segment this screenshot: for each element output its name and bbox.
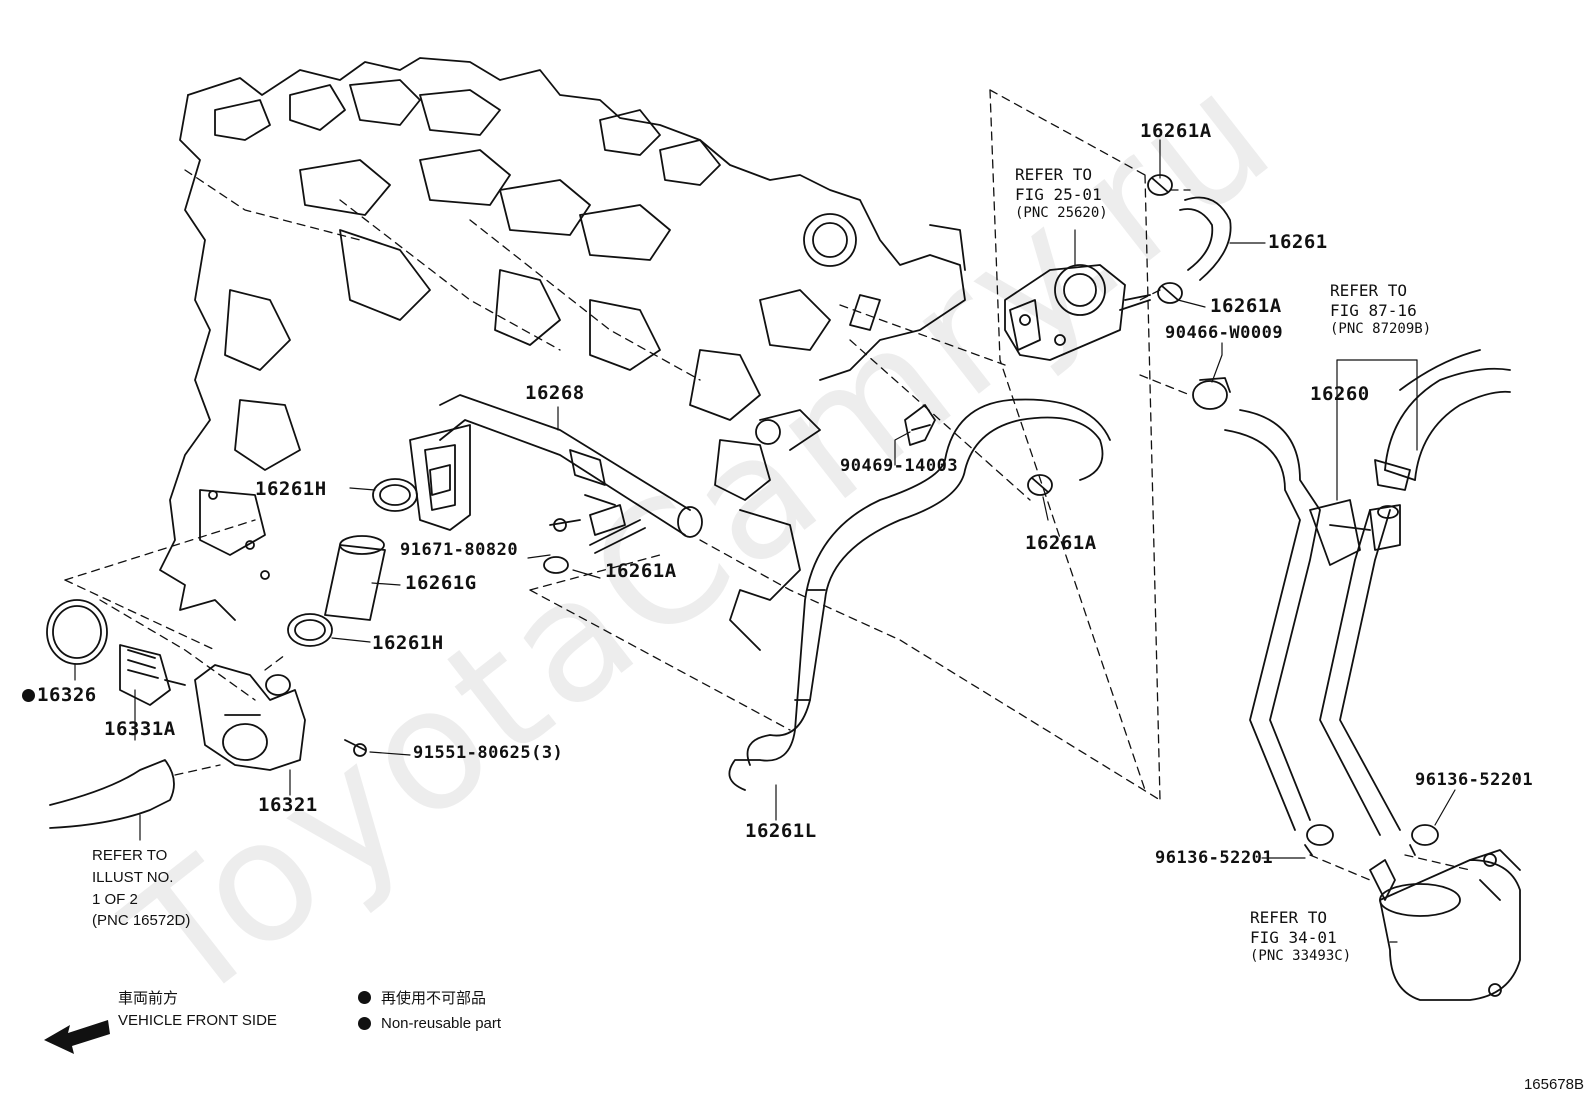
legend-text-jp: 再使用不可部品 — [381, 989, 487, 1007]
ref-line3: (PNC 25620) — [1015, 205, 1108, 221]
clamps-96136 — [1304, 824, 1439, 856]
ref-line2: ILLUST NO. — [92, 868, 174, 886]
legend-dot — [358, 990, 371, 1004]
vehicle-front-en: VEHICLE FRONT SIDE — [118, 1011, 277, 1029]
part-label-16261L: 16261L — [745, 820, 817, 842]
legend-row-jp: 再使用不可部品 — [358, 984, 501, 1010]
part-label-91551: 91551-80625(3) — [413, 743, 564, 763]
part-label-16326: 16326 — [22, 686, 97, 705]
part-label-16321: 16321 — [258, 794, 318, 816]
part-label-96136-right: 96136-52201 — [1415, 770, 1534, 790]
clamp-90466 — [1192, 377, 1231, 410]
ref-fig-87-16: REFER TO FIG 87-16 (PNC 87209B) — [1330, 281, 1431, 339]
oil-cooler — [1369, 849, 1521, 1001]
ref-line1: REFER TO — [1015, 165, 1093, 184]
ref-line1: REFER TO — [92, 847, 168, 864]
ref-line3: (PNC 87209B) — [1330, 321, 1432, 337]
part-label-16261A-mid: 16261A — [1210, 295, 1282, 317]
dashed-guides — [64, 89, 1471, 881]
clip-90469 — [904, 404, 936, 446]
legend-row-en: Non-reusable part — [358, 1010, 501, 1036]
ref-line2: FIG 34-01 — [1250, 928, 1337, 947]
part-label-16268: 16268 — [525, 382, 585, 404]
part-label-16261G: 16261G — [405, 572, 477, 594]
vehicle-front-arrow — [44, 1020, 110, 1054]
ref-fig-25-01: REFER TO FIG 25-01 (PNC 25620) — [1015, 165, 1108, 223]
ref-line2: FIG 87-16 — [1330, 301, 1417, 320]
ref-illust-1-of-2: REFER TO ILLUST NO. 1 OF 2 (PNC 16572D) — [92, 845, 190, 932]
ref-line1: REFER TO — [1330, 281, 1408, 300]
part-label-16261A-low: 16261A — [605, 560, 677, 582]
legend-dot — [358, 1016, 371, 1030]
part-label-16261: 16261 — [1268, 231, 1328, 253]
part-label-16261A-top: 16261A — [1140, 120, 1212, 142]
non-reusable-marker — [22, 689, 35, 702]
ref-fig-34-01: REFER TO FIG 34-01 (PNC 33493C) — [1250, 908, 1351, 966]
egr-valve-assembly — [1004, 264, 1151, 361]
legend-text-en: Non-reusable part — [381, 1014, 502, 1032]
part-label-90466: 90466-W0009 — [1165, 323, 1284, 343]
water-bypass-pipe — [409, 394, 703, 538]
part-label-16261H-low: 16261H — [372, 632, 444, 654]
leader-lines — [74, 139, 1456, 943]
part-number-16326: 16326 — [37, 684, 97, 706]
part-label-16331A: 16331A — [104, 718, 176, 740]
ref-line4: (PNC 16572D) — [92, 912, 191, 930]
hose-16261L — [728, 398, 1111, 791]
legend: 再使用不可部品 Non-reusable part — [358, 984, 501, 1036]
hose-16261G — [287, 478, 418, 647]
ref-line3: (PNC 33493C) — [1250, 948, 1352, 964]
part-label-91671: 91671-80820 — [400, 540, 519, 560]
thermostat-assembly — [46, 599, 367, 771]
clamp-16261A-right — [1027, 474, 1053, 496]
part-label-16260: 16260 — [1310, 383, 1370, 405]
part-label-90469: 90469-14003 — [840, 456, 959, 476]
part-label-16261H-top: 16261H — [255, 478, 327, 500]
part-label-96136-left: 96136-52201 — [1155, 848, 1274, 868]
bolt-91671 — [543, 518, 646, 574]
figure-id: 165678B — [1523, 1076, 1584, 1093]
ref-line2: FIG 25-01 — [1015, 185, 1102, 204]
ref-line3: 1 OF 2 — [92, 890, 138, 908]
lower-hose — [49, 759, 175, 829]
hose-16260 — [1224, 349, 1511, 836]
part-label-16261A-right: 16261A — [1025, 532, 1097, 554]
vehicle-front-jp: 車両前方 — [118, 990, 179, 1007]
vehicle-front-note: 車両前方 VEHICLE FRONT SIDE — [118, 988, 277, 1032]
ref-line1: REFER TO — [1250, 908, 1328, 927]
engine-block-outline — [159, 57, 966, 651]
hose-16261 — [1147, 174, 1232, 304]
